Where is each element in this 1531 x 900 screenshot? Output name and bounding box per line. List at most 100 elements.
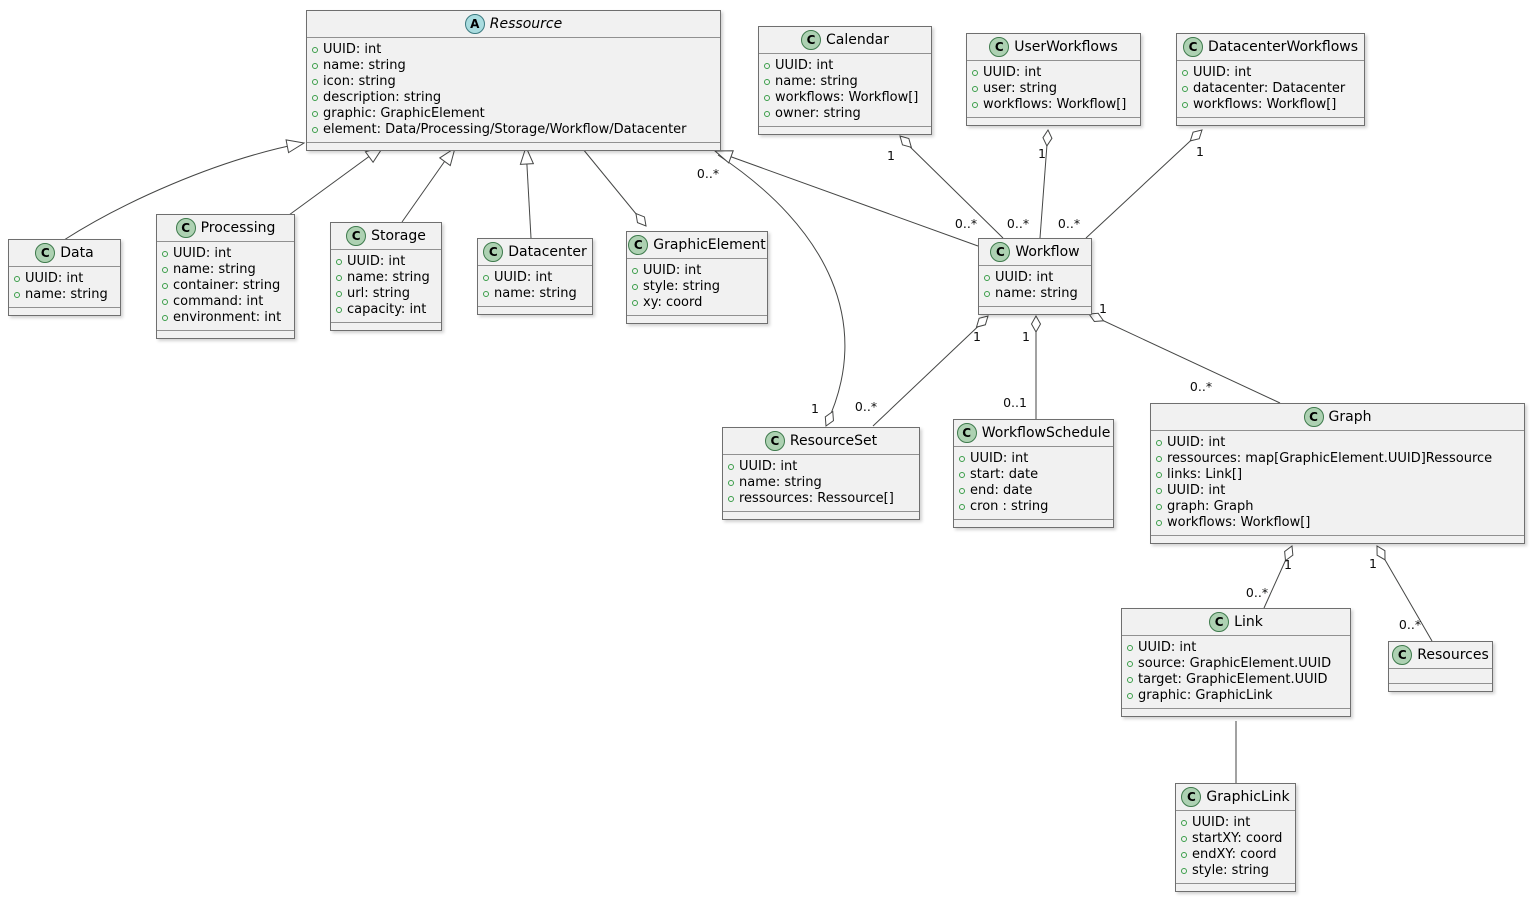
- aggregation-diamond-icon: [1189, 129, 1203, 142]
- attribute-text: container: string: [173, 278, 281, 293]
- attribute-row: graphic: GraphicLink: [1127, 688, 1343, 704]
- attribute-text: url: string: [347, 286, 411, 301]
- class-name: Processing: [200, 220, 276, 236]
- attribute-text: UUID: int: [1167, 435, 1226, 450]
- class-footer: [967, 117, 1140, 125]
- field-visibility-icon: [1156, 472, 1162, 478]
- attribute-text: ressources: Ressource[]: [739, 491, 894, 506]
- class-badge-icon: C: [764, 431, 785, 451]
- class-header: C Resources: [1389, 642, 1492, 669]
- edge-workflow-graph: [1088, 313, 1281, 404]
- edge-datacenterworkflows-workflow: [1085, 130, 1202, 239]
- attribute-text: workflows: Workflow[]: [1193, 97, 1337, 112]
- attribute-row: workflows: Workflow[]: [764, 90, 924, 106]
- multiplicity-label: 1: [973, 329, 981, 344]
- multiplicity-label: 0..*: [955, 216, 977, 231]
- attribute-row: workflows: Workflow[]: [1182, 97, 1357, 113]
- field-visibility-icon: [959, 456, 965, 462]
- field-visibility-icon: [483, 291, 489, 297]
- field-visibility-icon: [972, 102, 978, 108]
- multiplicity-label: 1: [1369, 556, 1377, 571]
- attribute-row: style: string: [632, 279, 760, 295]
- field-visibility-icon: [162, 251, 168, 257]
- class-badge-icon: C: [956, 423, 977, 443]
- attribute-row: UUID: int: [959, 451, 1106, 467]
- multiplicity-label: 1: [1022, 329, 1030, 344]
- field-visibility-icon: [162, 315, 168, 321]
- class-footer: [979, 306, 1091, 314]
- attribute-row: UUID: int: [1127, 640, 1343, 656]
- attribute-row: UUID: int: [728, 459, 912, 475]
- abstract-badge-icon: A: [464, 14, 485, 34]
- aggregation-diamond-icon: [1284, 545, 1294, 562]
- field-visibility-icon: [959, 472, 965, 478]
- multiplicity-label: 1: [887, 148, 895, 163]
- attribute-row: ressources: Ressource[]: [728, 491, 912, 507]
- field-visibility-icon: [728, 496, 734, 502]
- attribute-text: UUID: int: [1193, 65, 1252, 80]
- class-footer: [307, 142, 720, 150]
- field-visibility-icon: [959, 504, 965, 510]
- attribute-text: endXY: coord: [1192, 847, 1277, 862]
- attribute-text: name: string: [739, 475, 822, 490]
- attribute-text: startXY: coord: [1192, 831, 1283, 846]
- field-visibility-icon: [764, 79, 770, 85]
- class-footer: [1151, 535, 1524, 543]
- multiplicity-label: 0..*: [1007, 216, 1029, 231]
- class-footer: [627, 315, 767, 323]
- class-badge-icon: C: [1392, 645, 1413, 665]
- field-visibility-icon: [764, 63, 770, 69]
- class-name: GraphicElement: [653, 237, 766, 253]
- edge-ressource-graphicelement: [577, 142, 647, 227]
- field-visibility-icon: [336, 275, 342, 281]
- attribute-row: UUID: int: [764, 58, 924, 74]
- field-visibility-icon: [1156, 504, 1162, 510]
- generalization-arrow-icon: [519, 145, 535, 165]
- field-visibility-icon: [1127, 661, 1133, 667]
- field-visibility-icon: [959, 488, 965, 494]
- class-name: Storage: [371, 228, 426, 244]
- attribute-row: name: string: [312, 58, 713, 74]
- field-visibility-icon: [312, 47, 318, 53]
- class-badge-icon: C: [628, 235, 649, 255]
- class-header: C Graph: [1151, 404, 1524, 431]
- field-visibility-icon: [14, 292, 20, 298]
- attribute-text: start: date: [970, 467, 1039, 482]
- class-name: Workflow: [1015, 244, 1080, 260]
- attribute-text: icon: string: [323, 74, 396, 89]
- field-visibility-icon: [972, 86, 978, 92]
- attribute-row: UUID: int: [1181, 815, 1288, 831]
- attribute-row: name: string: [728, 475, 912, 491]
- attribute-row: name: string: [483, 286, 585, 302]
- edge-graph-resources: [1376, 545, 1433, 642]
- attribute-text: workflows: Workflow[]: [983, 97, 1127, 112]
- field-visibility-icon: [162, 267, 168, 273]
- field-visibility-icon: [1182, 102, 1188, 108]
- attribute-row: UUID: int: [162, 246, 287, 262]
- attribute-text: UUID: int: [25, 271, 84, 286]
- field-visibility-icon: [312, 127, 318, 133]
- aggregation-diamond-icon: [1030, 314, 1042, 334]
- generalization-arrow-icon: [438, 146, 456, 167]
- attribute-row: links: Link[]: [1156, 467, 1517, 483]
- attribute-row: target: GraphicElement.UUID: [1127, 672, 1343, 688]
- multiplicity-label: 0..1: [1003, 395, 1027, 410]
- field-visibility-icon: [312, 111, 318, 117]
- multiplicity-label: 0..*: [1246, 585, 1268, 600]
- attribute-text: UUID: int: [970, 451, 1029, 466]
- aggregation-diamond-icon: [899, 135, 913, 149]
